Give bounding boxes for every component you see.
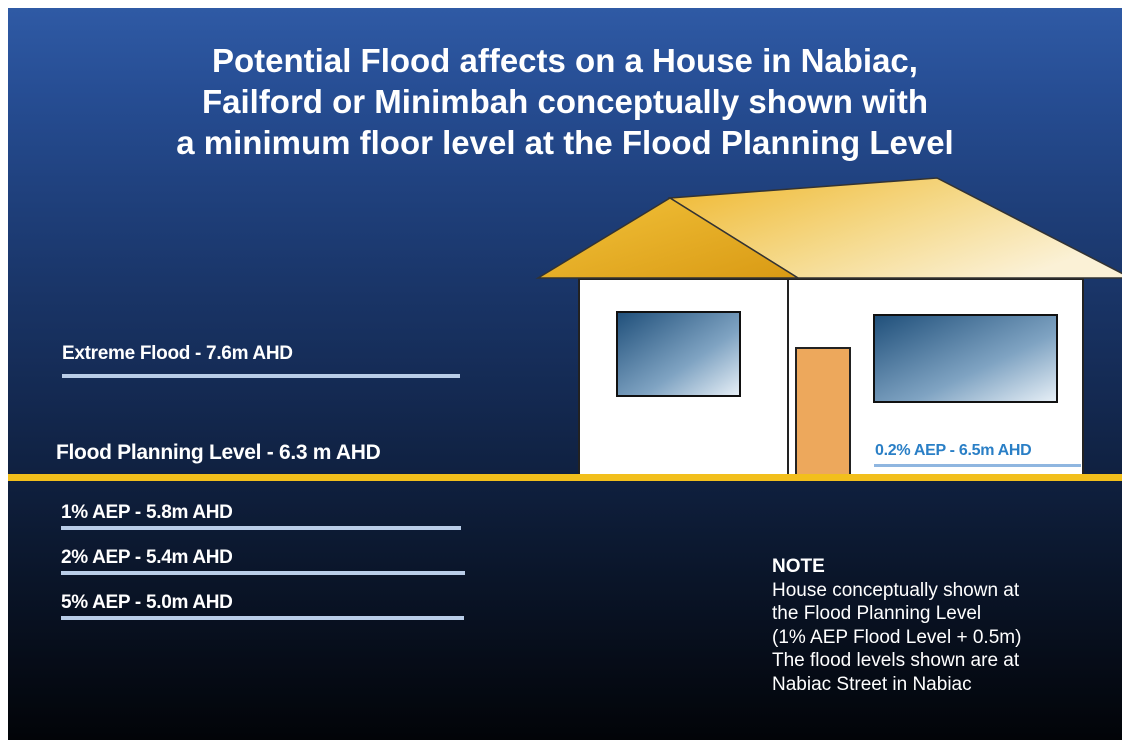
house-illustration [535, 177, 1122, 479]
roof-left [535, 197, 801, 279]
note-line-1: House conceptually shown at [772, 579, 1020, 601]
title-line-1: Potential Flood affects on a House in Na… [212, 42, 918, 79]
title-line-3: a minimum floor level at the Flood Plann… [176, 124, 954, 161]
window-right [873, 314, 1058, 403]
door [795, 347, 851, 476]
aep-1-label: 1% AEP - 5.8m AHD [61, 502, 233, 523]
diagram-panel: Potential Flood affects on a House in Na… [8, 8, 1122, 740]
note-line-3: (1% AEP Flood Level + 0.5m) [772, 626, 1022, 648]
title-line-2: Failford or Minimbah conceptually shown … [201, 83, 929, 120]
aep-0-2-line [874, 464, 1081, 467]
diagram-title: Potential Flood affects on a House in Na… [8, 40, 1122, 163]
aep-2-line [61, 571, 465, 575]
note-box: NOTE House conceptually shown at the Flo… [772, 555, 1021, 696]
flood-planning-level-label: Flood Planning Level - 6.3 m AHD [56, 441, 381, 464]
aep-5-line [61, 616, 464, 620]
note-line-5: Nabiac Street in Nabiac [772, 673, 972, 695]
aep-0-2-label: 0.2% AEP - 6.5m AHD [875, 442, 1032, 459]
note-line-2: the Flood Planning Level [772, 603, 982, 624]
extreme-flood-line [62, 374, 460, 378]
aep-5-label: 5% AEP - 5.0m AHD [61, 592, 233, 613]
note-heading: NOTE [772, 556, 825, 577]
aep-1-line [61, 526, 461, 530]
extreme-flood-label: Extreme Flood - 7.6m AHD [62, 343, 293, 364]
window-left [616, 311, 741, 397]
note-line-4: The flood levels shown are at [772, 650, 1020, 671]
aep-2-label: 2% AEP - 5.4m AHD [61, 547, 233, 568]
flood-planning-level-line [8, 474, 1122, 481]
